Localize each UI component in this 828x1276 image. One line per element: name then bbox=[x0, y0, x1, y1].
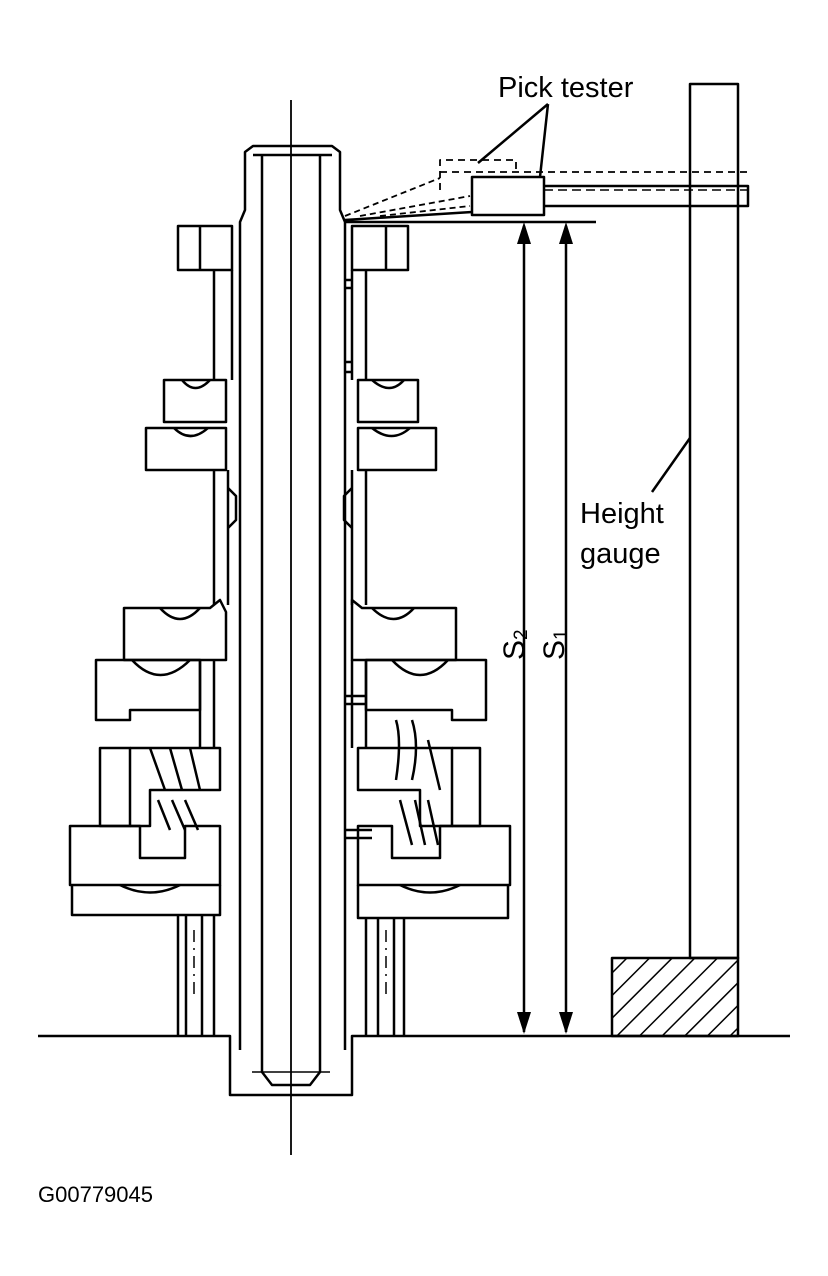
left-gear-4 bbox=[122, 598, 228, 662]
left-gear-3 bbox=[144, 426, 228, 472]
right-gear-5 bbox=[364, 658, 488, 722]
s2-subscript: 2 bbox=[511, 629, 532, 640]
main-shaft bbox=[238, 144, 347, 1050]
height-gauge-column bbox=[688, 82, 740, 960]
right-gear-4 bbox=[350, 598, 458, 662]
dimension-s1-label: S1 bbox=[538, 629, 572, 660]
left-gear-5 bbox=[94, 658, 202, 722]
s1-letter: S bbox=[538, 639, 571, 660]
s1-arrow-top bbox=[559, 222, 573, 244]
pick-tester-body bbox=[470, 175, 546, 217]
right-gear-6 bbox=[356, 824, 512, 887]
s1-subscript: 1 bbox=[551, 629, 572, 640]
s2-arrow-bottom bbox=[517, 1012, 531, 1034]
pick-tester-phantom bbox=[439, 159, 517, 190]
left-synchro-hub bbox=[98, 746, 132, 828]
right-gear-2 bbox=[356, 378, 420, 424]
pick-tester-probe bbox=[344, 210, 596, 224]
height-gauge-leader bbox=[650, 437, 692, 493]
base-plate-line bbox=[38, 1034, 790, 1097]
figure-code: G00779045 bbox=[38, 1182, 153, 1207]
height-gauge-label-line2: gauge bbox=[580, 538, 661, 570]
right-gear-top bbox=[350, 224, 410, 272]
gauge-arm bbox=[544, 184, 750, 208]
left-gear-2 bbox=[162, 378, 228, 424]
s2-arrow-top bbox=[517, 222, 531, 244]
height-gauge-base bbox=[610, 956, 740, 1038]
pick-tester-leader bbox=[477, 103, 550, 178]
s1-arrow-bottom bbox=[559, 1012, 573, 1034]
left-gear-6 bbox=[68, 824, 222, 887]
left-gear-top bbox=[176, 224, 234, 272]
dimension-s2-label: S2 bbox=[498, 629, 532, 660]
shaft-bore bbox=[260, 155, 322, 1087]
height-gauge-label-line1: Height bbox=[580, 498, 664, 530]
pick-tester-label: Pick tester bbox=[498, 72, 634, 104]
s2-letter: S bbox=[498, 639, 531, 660]
